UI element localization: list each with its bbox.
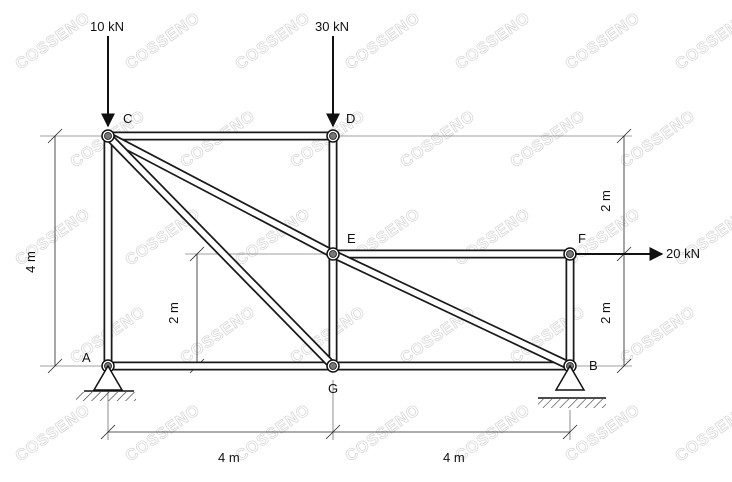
joint-c bbox=[101, 129, 115, 143]
watermark-text: COSSENO bbox=[13, 401, 94, 465]
watermark-text: COSSENO bbox=[123, 9, 204, 73]
watermark-text: COSSENO bbox=[453, 205, 534, 269]
watermark-text: COSSENO bbox=[563, 401, 644, 465]
watermark-text: COSSENO bbox=[508, 107, 589, 171]
node-label-g: G bbox=[328, 381, 338, 396]
watermark-text: COSSENO bbox=[178, 303, 259, 367]
node-label-c: C bbox=[123, 111, 132, 126]
watermark-text: COSSENO bbox=[453, 401, 534, 465]
dim-label-height-inner: 2 m bbox=[166, 302, 181, 324]
load-label-c: 10 kN bbox=[90, 19, 124, 34]
watermark-text: COSSENO bbox=[343, 9, 424, 73]
watermark-text: COSSENO bbox=[123, 401, 204, 465]
node-label-f: F bbox=[578, 231, 586, 246]
pin-support-a bbox=[76, 364, 136, 401]
dim-label-right-lower: 2 m bbox=[598, 302, 613, 324]
joint-f bbox=[563, 247, 577, 261]
dim-label-height-total: 4 m bbox=[23, 251, 38, 273]
node-label-b: B bbox=[589, 358, 598, 373]
watermark-text: COSSENO bbox=[673, 401, 732, 465]
watermark-text: COSSENO bbox=[343, 401, 424, 465]
dim-label-span-left: 4 m bbox=[218, 450, 240, 465]
watermark-text: COSSENO bbox=[453, 9, 534, 73]
dim-label-span-right: 4 m bbox=[443, 450, 465, 465]
joint-e bbox=[326, 247, 340, 261]
dim-label-right-upper: 2 m bbox=[598, 190, 613, 212]
node-label-e: E bbox=[347, 231, 356, 246]
node-label-d: D bbox=[346, 111, 355, 126]
watermark-text: COSSENO bbox=[398, 107, 479, 171]
member-cg bbox=[104, 132, 337, 370]
joint-d bbox=[326, 129, 340, 143]
watermark-text: COSSENO bbox=[618, 107, 699, 171]
watermark-text: COSSENO bbox=[563, 205, 644, 269]
load-label-d: 30 kN bbox=[315, 19, 349, 34]
load-label-f: 20 kN bbox=[666, 246, 700, 261]
watermark-text: COSSENO bbox=[618, 303, 699, 367]
truss-joints bbox=[101, 129, 577, 373]
watermark-text: COSSENO bbox=[233, 401, 314, 465]
node-label-a: A bbox=[82, 350, 91, 365]
member-ce bbox=[105, 132, 336, 258]
joint-g bbox=[326, 359, 340, 373]
watermark-text: COSSENO bbox=[13, 9, 94, 73]
member-eb bbox=[331, 249, 572, 371]
watermark-text: COSSENO bbox=[563, 9, 644, 73]
dimension-lines bbox=[40, 128, 632, 440]
watermark-text: COSSENO bbox=[673, 9, 732, 73]
watermark-text: COSSENO bbox=[233, 9, 314, 73]
pin-support-b bbox=[538, 364, 606, 408]
truss-members bbox=[103, 131, 575, 371]
